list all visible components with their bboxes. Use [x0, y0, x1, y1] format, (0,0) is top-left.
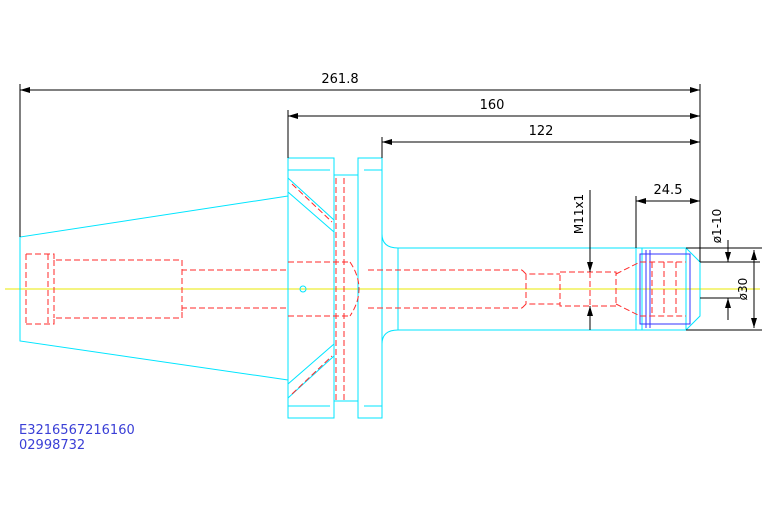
order-code: E3216567216160	[19, 423, 135, 438]
dim-nut-diameter: ø30	[736, 278, 750, 301]
hidden-bore	[25, 178, 686, 400]
dim-thread: M11x1	[572, 194, 586, 234]
dim-shank-length: 122	[529, 124, 554, 139]
nut-detail	[639, 250, 691, 328]
dim-clamp-range: ø1-10	[710, 209, 724, 244]
article-number: 02998732	[19, 438, 86, 453]
dimension-lines	[19, 84, 762, 331]
dim-flange-to-tip: 160	[480, 98, 505, 113]
dim-nut-length: 24.5	[654, 183, 683, 198]
holder-outline	[19, 157, 701, 419]
dim-overall-length: 261.8	[321, 72, 358, 87]
center-mark	[299, 285, 307, 293]
